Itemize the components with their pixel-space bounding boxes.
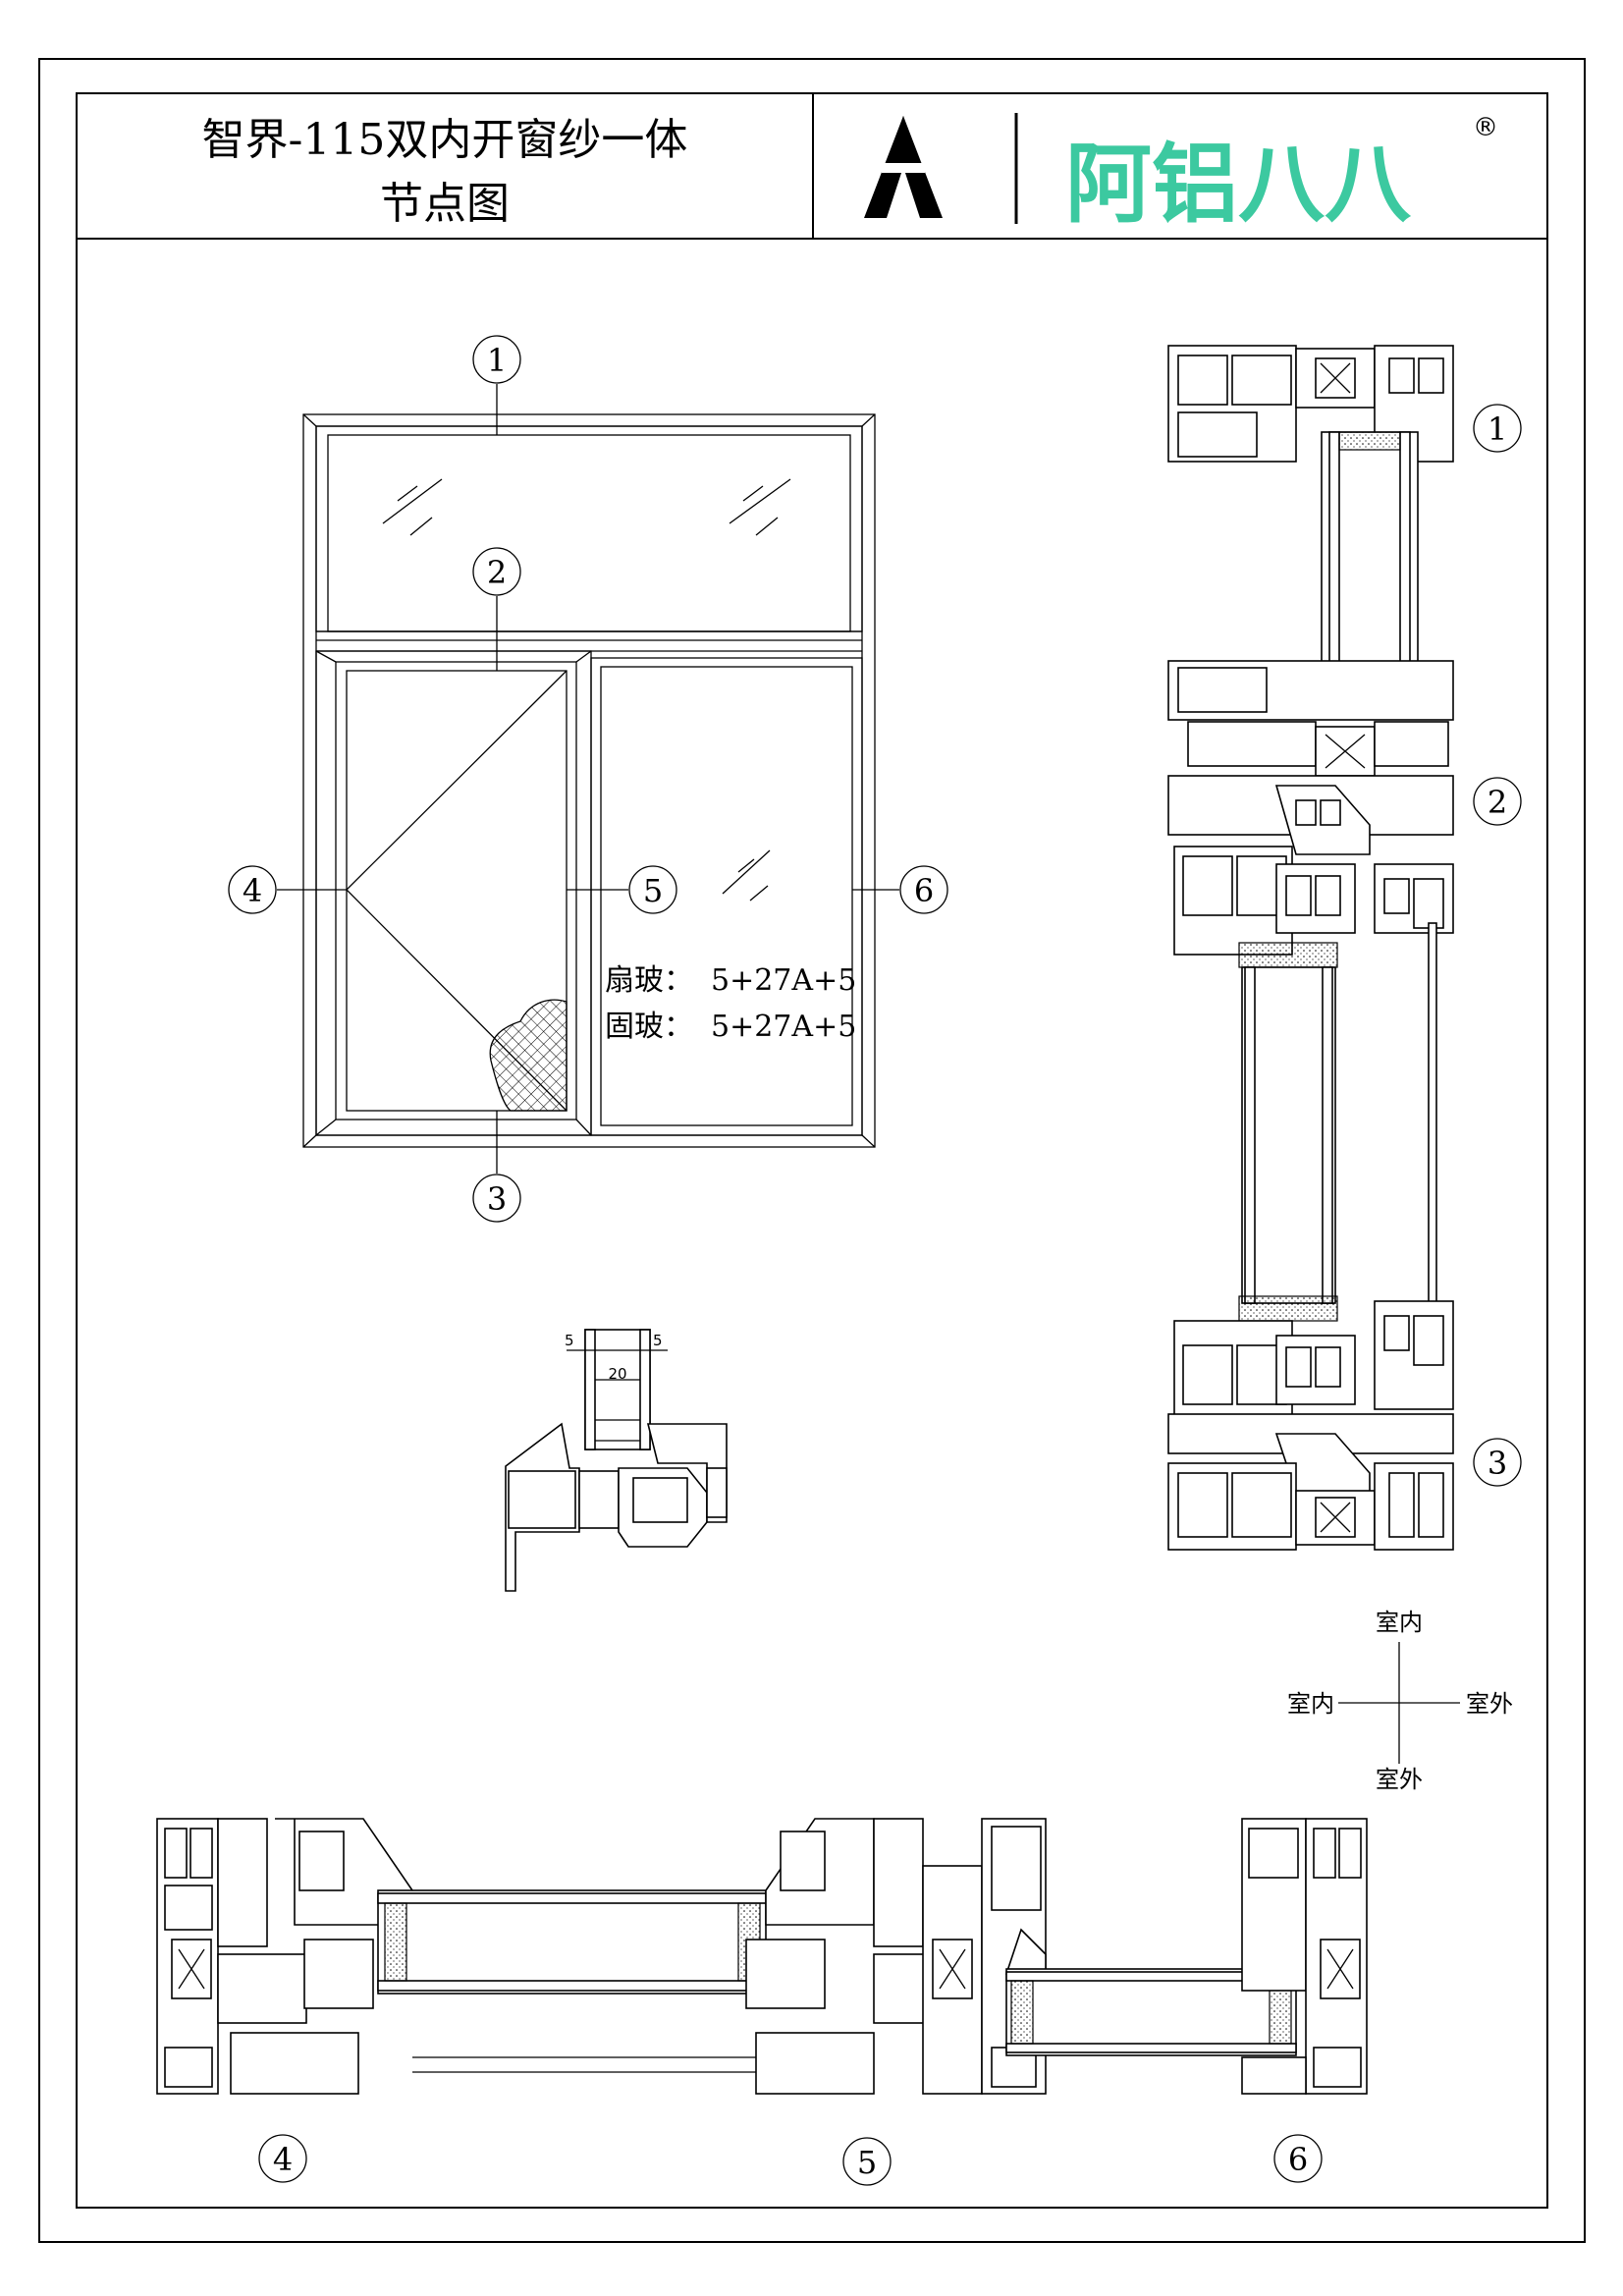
- section-callout-3: 3: [1488, 1445, 1507, 1482]
- vertical-section: [1167, 345, 1454, 1551]
- orientation-right: 室外: [1466, 1690, 1513, 1718]
- horizontal-section: [156, 1818, 1368, 2095]
- section-callout-4: 4: [273, 2141, 293, 2178]
- dim-left: 5: [565, 1332, 574, 1349]
- screen-mesh-symbol: [489, 999, 568, 1112]
- fixed-glass-label: 固玻：: [605, 1010, 693, 1044]
- glass-notes: 扇玻： 5+27A+5 固玻： 5+27A+5: [605, 963, 856, 1044]
- callout-5: 5: [643, 872, 663, 909]
- section-callout-1: 1: [1488, 410, 1507, 448]
- logo-brand-text: 阿铝八八: [1065, 134, 1412, 235]
- sash-glass-label: 扇玻：: [605, 963, 693, 998]
- callout-1: 1: [487, 342, 507, 379]
- section-callout-5: 5: [857, 2144, 877, 2181]
- callout-4: 4: [243, 872, 262, 909]
- section-callout-2: 2: [1488, 784, 1507, 821]
- orientation-left: 室内: [1287, 1690, 1334, 1718]
- callout-3: 3: [487, 1180, 507, 1218]
- fixed-glass-value: 5+27A+5: [711, 1010, 856, 1044]
- callout-6: 6: [914, 872, 934, 909]
- logo: 阿铝八八 ®: [864, 113, 1498, 235]
- orientation-compass: 室内 室内 室外 室外: [1287, 1609, 1513, 1793]
- orientation-bottom: 室外: [1376, 1766, 1423, 1793]
- sheet-border: [38, 58, 1586, 2243]
- horizontal-section-callouts: 4 5 6: [258, 2134, 1323, 2186]
- logo-registered-mark: ®: [1473, 113, 1498, 142]
- title-line-1: 智界-115双内开窗纱一体: [202, 115, 688, 165]
- dim-right: 5: [653, 1332, 663, 1349]
- sash-glass-value: 5+27A+5: [711, 963, 856, 998]
- section-callout-6: 6: [1288, 2141, 1308, 2178]
- dim-center: 20: [608, 1365, 626, 1383]
- title-line-2: 节点图: [380, 179, 510, 229]
- elevation-callouts: 1 2 3 4 5 6: [228, 335, 948, 1223]
- callout-2: 2: [487, 554, 507, 591]
- orientation-top: 室内: [1376, 1609, 1423, 1636]
- window-elevation: [277, 384, 899, 1174]
- vertical-section-callouts: 1 2 3: [1473, 404, 1522, 1487]
- detail-section: 5 20 5: [505, 1329, 728, 1592]
